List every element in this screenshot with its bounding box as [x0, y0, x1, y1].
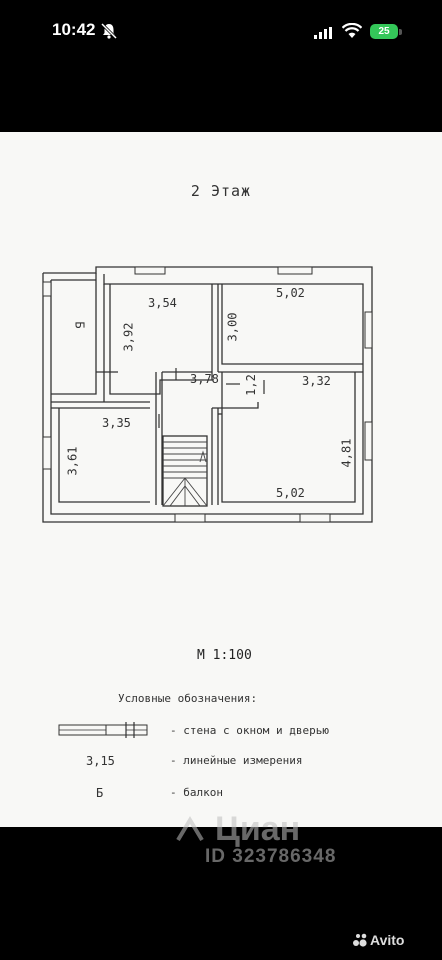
dim-top-left-width: 3,54	[148, 296, 177, 310]
bell-slash-icon	[100, 22, 118, 40]
dim-bottom-right-top-width: 3,32	[302, 374, 331, 388]
dim-top-left-height: 3,92	[121, 322, 136, 352]
floor-title: 2 Этаж	[190, 182, 252, 200]
cellular-signal-icon	[314, 27, 332, 39]
avito-watermark: Avito	[370, 932, 405, 948]
dim-top-right-height: 3,00	[225, 312, 240, 342]
dim-hall-width: 3,78	[190, 372, 219, 386]
status-time: 10:42	[52, 20, 96, 39]
dim-left-room-height: 3,61	[65, 446, 80, 476]
legend-item-balcony: - балкон	[170, 786, 223, 799]
status-bar: 10:42 25	[0, 0, 442, 64]
legend-symbol-dimension: 3,15	[86, 754, 115, 768]
dim-bottom-right-height: 4,81	[339, 438, 354, 468]
cian-logo-icon	[176, 816, 204, 842]
balcony-label: Б	[72, 321, 87, 329]
floor-plan-drawing	[42, 266, 373, 523]
legend-item-dimension: - линейные измерения	[170, 754, 303, 767]
watermark-id: ID 323786348	[205, 846, 337, 867]
dim-top-right-width: 5,02	[276, 286, 305, 300]
floor-plan-image: 2 Этаж Б 3,54 3,92 5,02 3,00 3,78 1,2 3,…	[0, 132, 442, 827]
legend-heading: Условные обозначения:	[118, 692, 258, 705]
dim-bottom-right-width: 5,02	[276, 486, 305, 500]
wall-window-door-symbol	[58, 722, 148, 738]
legend-item-wall: - стена с окном и дверью	[170, 724, 329, 737]
avito-logo-icon	[353, 933, 367, 947]
battery-tip	[399, 29, 402, 35]
legend-symbol-balcony: Б	[96, 786, 104, 800]
watermark-brand: Циан	[215, 810, 301, 848]
cian-watermark: Циан ID 323786348	[175, 810, 435, 870]
dim-left-room-width: 3,35	[102, 416, 131, 430]
wifi-icon	[342, 23, 362, 38]
battery-icon: 25	[370, 24, 398, 39]
scale-label: М 1:100	[197, 648, 252, 663]
dim-small-height: 1,2	[243, 374, 258, 396]
